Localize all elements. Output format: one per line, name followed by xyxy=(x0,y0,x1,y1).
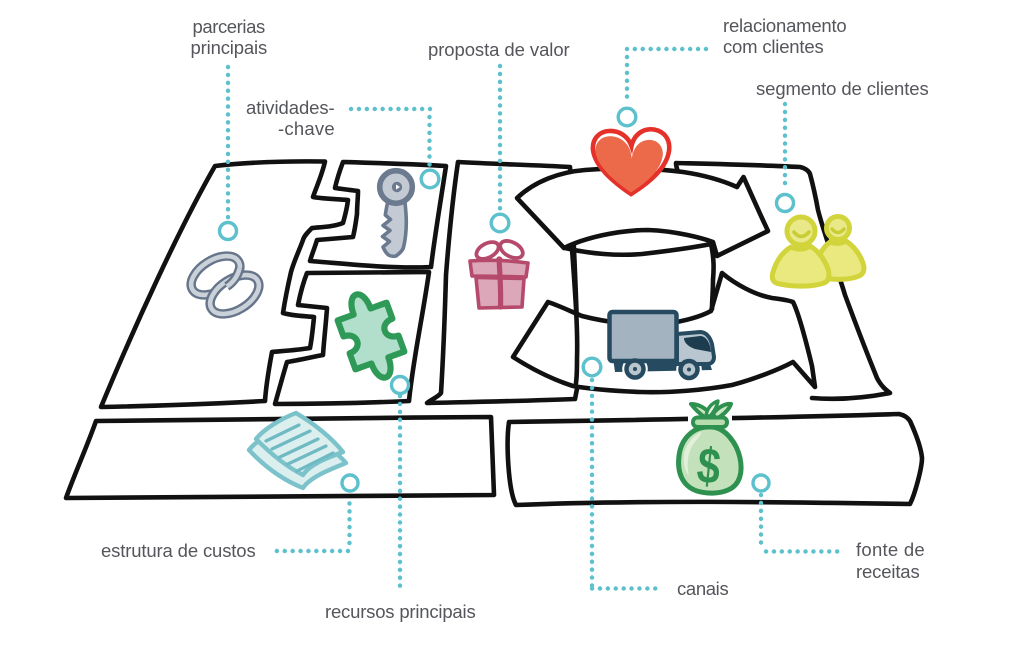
svg-text:relacionamento: relacionamento xyxy=(723,15,847,36)
svg-text:parcerias: parcerias xyxy=(193,16,266,37)
svg-text:canais: canais xyxy=(677,578,729,599)
svg-text:principais: principais xyxy=(191,37,268,58)
svg-text:fonte de: fonte de xyxy=(856,539,925,560)
svg-text:receitas: receitas xyxy=(856,561,920,582)
svg-text:recursos principais: recursos principais xyxy=(325,601,476,622)
svg-text:segmento de clientes: segmento de clientes xyxy=(756,78,929,99)
svg-text:-chave: -chave xyxy=(278,118,335,139)
svg-text:proposta de valor: proposta de valor xyxy=(428,39,570,60)
svg-text:com clientes: com clientes xyxy=(723,36,824,57)
svg-text:estrutura de custos: estrutura de custos xyxy=(101,540,256,561)
svg-text:atividades-: atividades- xyxy=(246,97,335,118)
